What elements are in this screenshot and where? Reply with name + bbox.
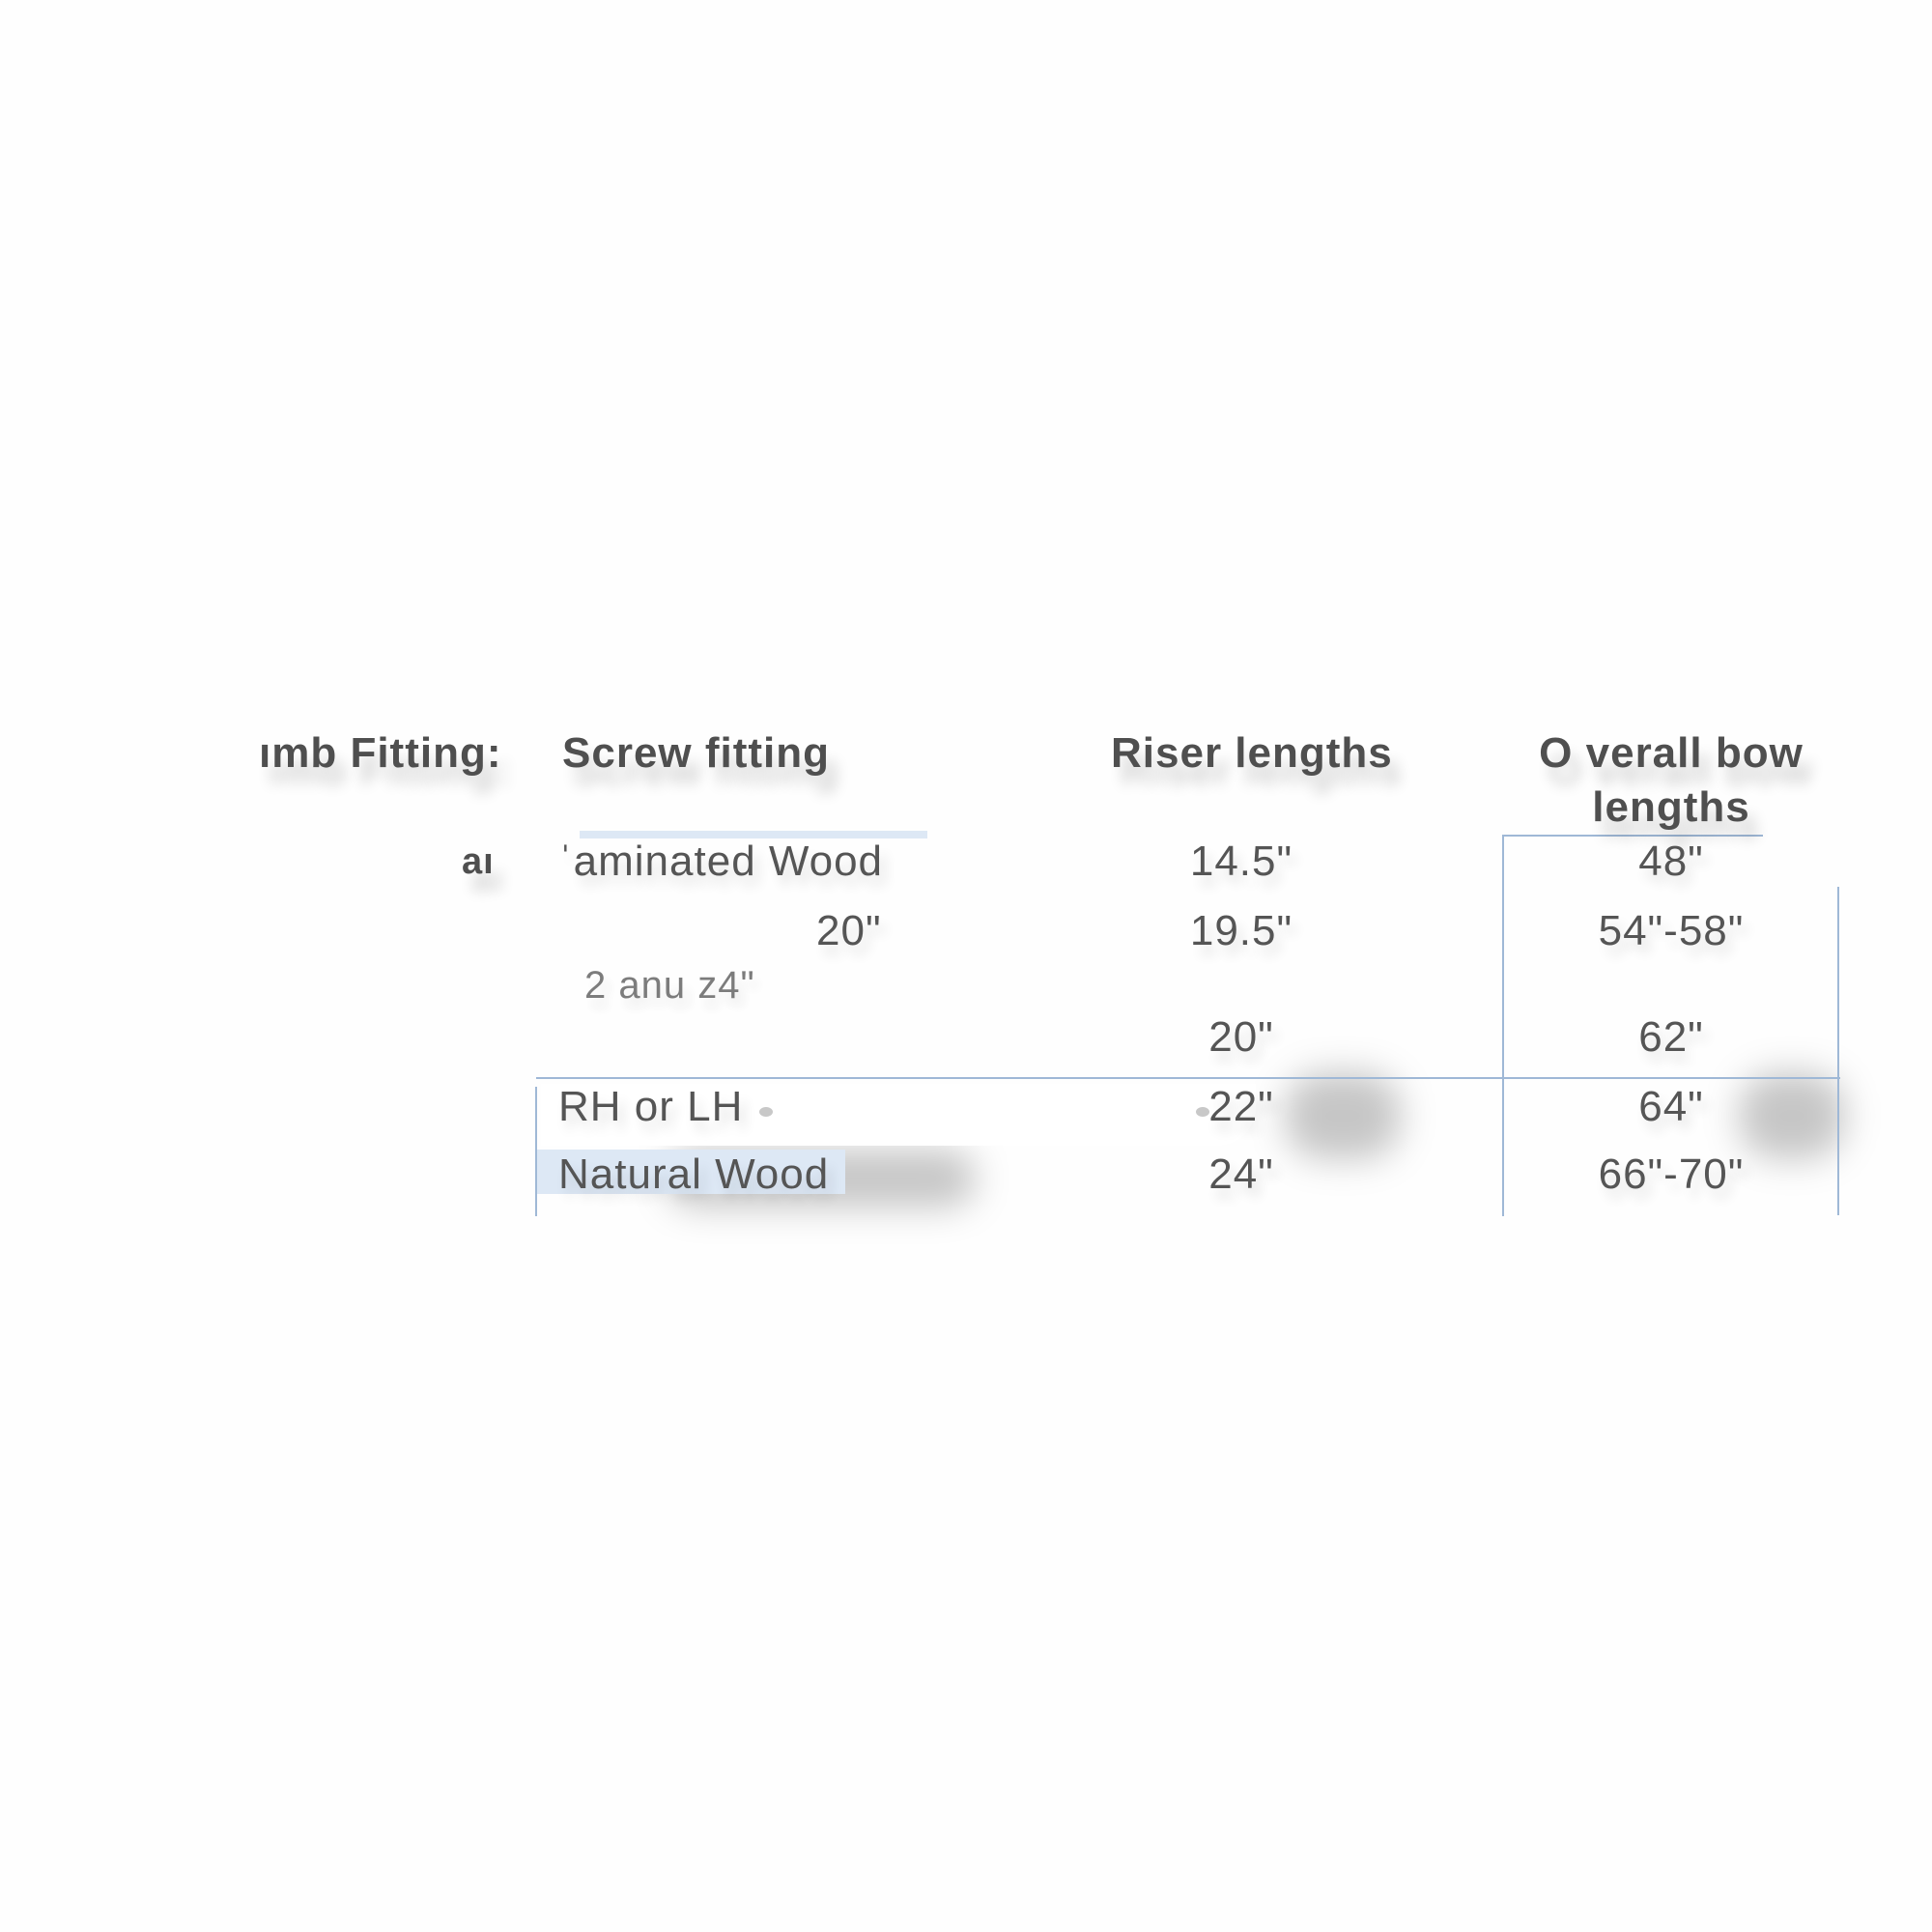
- cell-riser-19-5: 19.5": [1189, 907, 1293, 954]
- table-rule-vertical: [1837, 887, 1839, 1215]
- cell-riser-14-5: 14.5": [1189, 838, 1293, 885]
- row-band: [580, 831, 927, 838]
- limb-fitting-label: ımb Fitting:: [259, 729, 502, 777]
- cell-bow-48: 48": [1638, 838, 1704, 885]
- header-overall-bow-lengths: O verall bow: [1539, 729, 1804, 777]
- table-rule-vertical: [1502, 835, 1504, 1216]
- cell-riser-24: 24": [1208, 1151, 1274, 1198]
- cell-20-inch: 20": [816, 907, 882, 954]
- bullet-dot-icon: [759, 1107, 773, 1117]
- row-band: [536, 1150, 845, 1194]
- header-screw-fitting: Screw fitting: [562, 729, 831, 777]
- cell-22-and-24: 2 anu z4": [584, 964, 755, 1007]
- cell-bow-66-70: 66"-70": [1598, 1151, 1745, 1198]
- decorative-shadow: [1285, 1072, 1401, 1159]
- cell-rh-or-lh: RH or LH: [558, 1083, 744, 1130]
- row-label-fragment: aı: [462, 841, 495, 882]
- table-rule-horizontal: [536, 1077, 1840, 1079]
- cell-laminated-wood: ˈaminated Wood: [558, 838, 884, 885]
- cell-bow-54-58: 54"-58": [1598, 907, 1745, 954]
- cell-natural-wood: Natural Wood: [558, 1151, 830, 1198]
- header-riser-lengths: Riser lengths: [1111, 729, 1393, 777]
- highlight-strip: [541, 1084, 1256, 1146]
- cell-riser-20: 20": [1208, 1013, 1274, 1061]
- decorative-shadow: [1739, 1072, 1845, 1159]
- table-rule-horizontal: [1502, 835, 1763, 837]
- bullet-dot-icon: [1196, 1107, 1209, 1117]
- cell-bow-64: 64": [1638, 1083, 1704, 1130]
- table-rule-vertical: [535, 1087, 537, 1216]
- header-overall-bow-lengths-line2: lengths: [1592, 783, 1750, 831]
- cell-bow-62: 62": [1638, 1013, 1704, 1061]
- cell-riser-22: 22": [1208, 1083, 1274, 1130]
